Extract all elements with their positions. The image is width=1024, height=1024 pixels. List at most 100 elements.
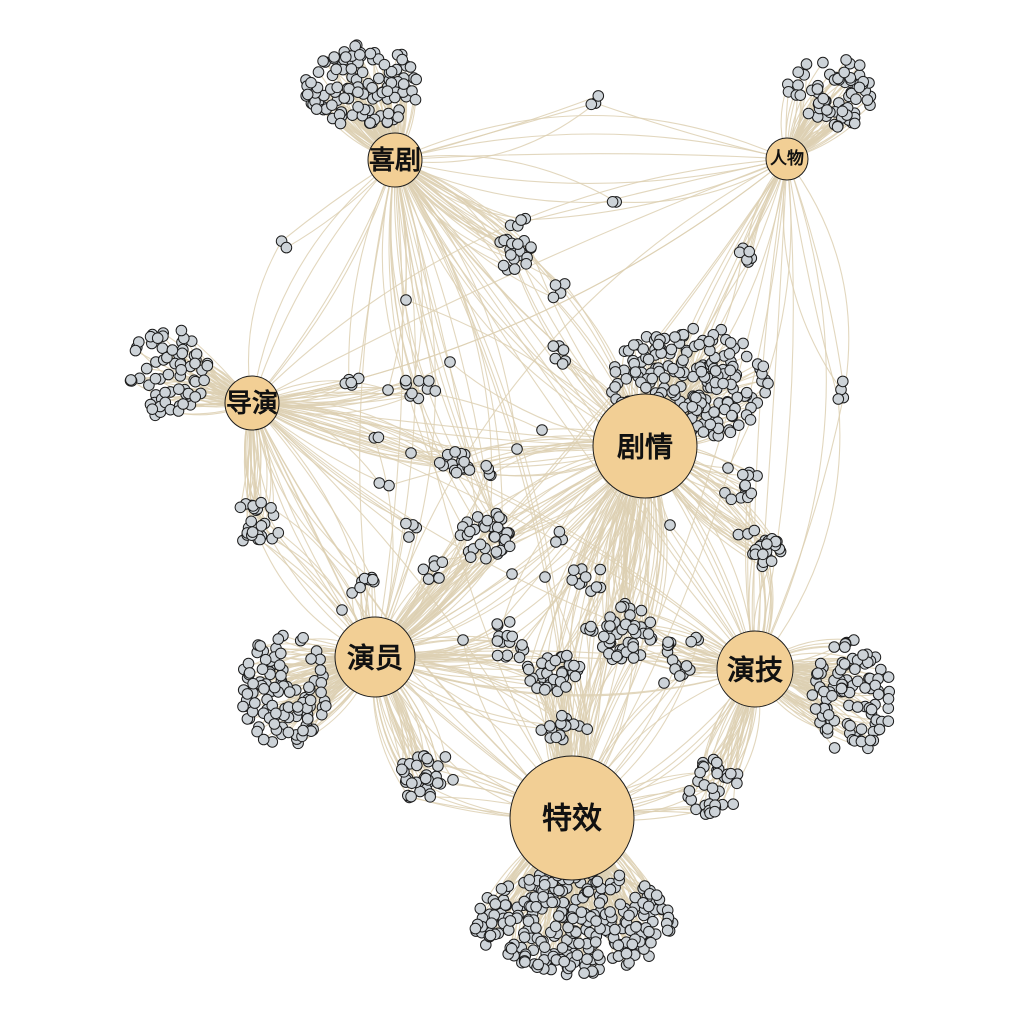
leaf-node[interactable]	[761, 538, 773, 550]
leaf-node[interactable]	[642, 900, 655, 913]
leaf-node[interactable]	[364, 47, 377, 60]
leaf-node[interactable]	[255, 520, 268, 532]
leaf-node[interactable]	[354, 581, 366, 594]
leaf-node[interactable]	[697, 426, 710, 438]
leaf-node[interactable]	[724, 337, 737, 349]
leaf-node[interactable]	[378, 58, 391, 71]
leaf-node[interactable]	[609, 366, 622, 378]
leaf-node[interactable]	[499, 899, 512, 911]
leaf-node[interactable]	[547, 340, 560, 352]
leaf-node[interactable]	[822, 709, 835, 721]
leaf-node[interactable]	[310, 103, 323, 115]
leaf-node[interactable]	[686, 401, 699, 413]
leaf-node[interactable]	[585, 98, 598, 111]
leaf-node[interactable]	[709, 805, 721, 818]
leaf-node[interactable]	[604, 883, 617, 896]
leaf-node[interactable]	[464, 551, 477, 564]
leaf-node[interactable]	[740, 350, 753, 363]
leaf-node[interactable]	[848, 117, 861, 130]
leaf-node[interactable]	[450, 466, 463, 479]
leaf-node[interactable]	[658, 677, 670, 689]
leaf-node[interactable]	[424, 791, 437, 803]
leaf-node[interactable]	[546, 896, 559, 909]
leaf-node[interactable]	[717, 377, 729, 390]
leaf-node[interactable]	[693, 338, 706, 351]
leaf-node[interactable]	[522, 663, 535, 676]
leaf-node[interactable]	[794, 89, 807, 101]
leaf-node[interactable]	[247, 677, 259, 690]
leaf-node[interactable]	[646, 372, 659, 385]
leaf-node[interactable]	[732, 419, 745, 432]
leaf-node[interactable]	[403, 531, 415, 543]
leaf-node[interactable]	[677, 354, 689, 367]
leaf-node[interactable]	[254, 640, 267, 652]
leaf-node[interactable]	[640, 381, 652, 394]
leaf-node[interactable]	[508, 263, 521, 275]
leaf-node[interactable]	[352, 86, 364, 98]
leaf-node[interactable]	[471, 511, 484, 523]
leaf-node[interactable]	[550, 731, 563, 744]
leaf-node[interactable]	[485, 917, 498, 930]
leaf-node[interactable]	[626, 938, 639, 951]
leaf-node[interactable]	[553, 525, 566, 538]
leaf-node[interactable]	[372, 431, 385, 444]
leaf-node[interactable]	[882, 671, 895, 683]
leaf-node[interactable]	[381, 85, 394, 97]
leaf-node[interactable]	[251, 725, 263, 738]
leaf-node[interactable]	[711, 767, 724, 780]
leaf-node[interactable]	[838, 66, 851, 79]
leaf-node[interactable]	[315, 686, 327, 699]
hub-acting[interactable]: 演技	[716, 630, 794, 708]
leaf-node[interactable]	[345, 63, 358, 75]
leaf-node[interactable]	[464, 525, 476, 538]
leaf-node[interactable]	[568, 564, 580, 577]
leaf-node[interactable]	[463, 464, 476, 476]
leaf-node[interactable]	[480, 552, 492, 565]
leaf-node[interactable]	[413, 375, 425, 387]
leaf-node[interactable]	[175, 364, 187, 376]
leaf-node[interactable]	[149, 372, 162, 385]
leaf-node[interactable]	[243, 667, 256, 679]
leaf-node[interactable]	[582, 885, 595, 898]
leaf-node[interactable]	[255, 496, 267, 509]
leaf-node[interactable]	[695, 365, 708, 378]
leaf-node[interactable]	[550, 536, 562, 548]
leaf-node[interactable]	[538, 941, 551, 954]
leaf-node[interactable]	[489, 898, 502, 910]
leaf-node[interactable]	[727, 798, 740, 811]
leaf-node[interactable]	[469, 922, 482, 935]
leaf-node[interactable]	[604, 620, 616, 632]
leaf-node[interactable]	[685, 635, 698, 648]
leaf-node[interactable]	[491, 521, 504, 534]
leaf-node[interactable]	[615, 601, 627, 613]
leaf-node[interactable]	[429, 385, 442, 397]
leaf-node[interactable]	[556, 358, 569, 370]
leaf-node[interactable]	[312, 66, 325, 78]
leaf-node[interactable]	[744, 414, 757, 426]
leaf-node[interactable]	[806, 689, 819, 701]
leaf-node[interactable]	[549, 920, 562, 933]
leaf-node[interactable]	[520, 258, 533, 270]
leaf-node[interactable]	[669, 331, 681, 343]
leaf-node[interactable]	[864, 734, 877, 747]
leaf-node[interactable]	[547, 291, 560, 304]
leaf-node[interactable]	[628, 339, 640, 351]
leaf-node[interactable]	[539, 684, 551, 696]
leaf-node[interactable]	[578, 967, 590, 979]
leaf-node[interactable]	[504, 915, 517, 927]
leaf-node[interactable]	[737, 337, 749, 350]
leaf-node[interactable]	[831, 121, 844, 133]
leaf-node[interactable]	[297, 724, 309, 737]
leaf-node[interactable]	[644, 616, 657, 629]
leaf-node[interactable]	[704, 418, 717, 431]
leaf-node[interactable]	[814, 657, 827, 670]
leaf-node[interactable]	[882, 715, 895, 728]
leaf-node[interactable]	[411, 759, 423, 772]
leaf-node[interactable]	[272, 527, 285, 539]
leaf-node[interactable]	[598, 630, 610, 643]
leaf-node[interactable]	[400, 517, 412, 530]
leaf-node[interactable]	[536, 424, 548, 436]
hub-plot[interactable]: 剧情	[592, 393, 698, 499]
leaf-node[interactable]	[642, 353, 655, 366]
leaf-node[interactable]	[354, 49, 366, 61]
